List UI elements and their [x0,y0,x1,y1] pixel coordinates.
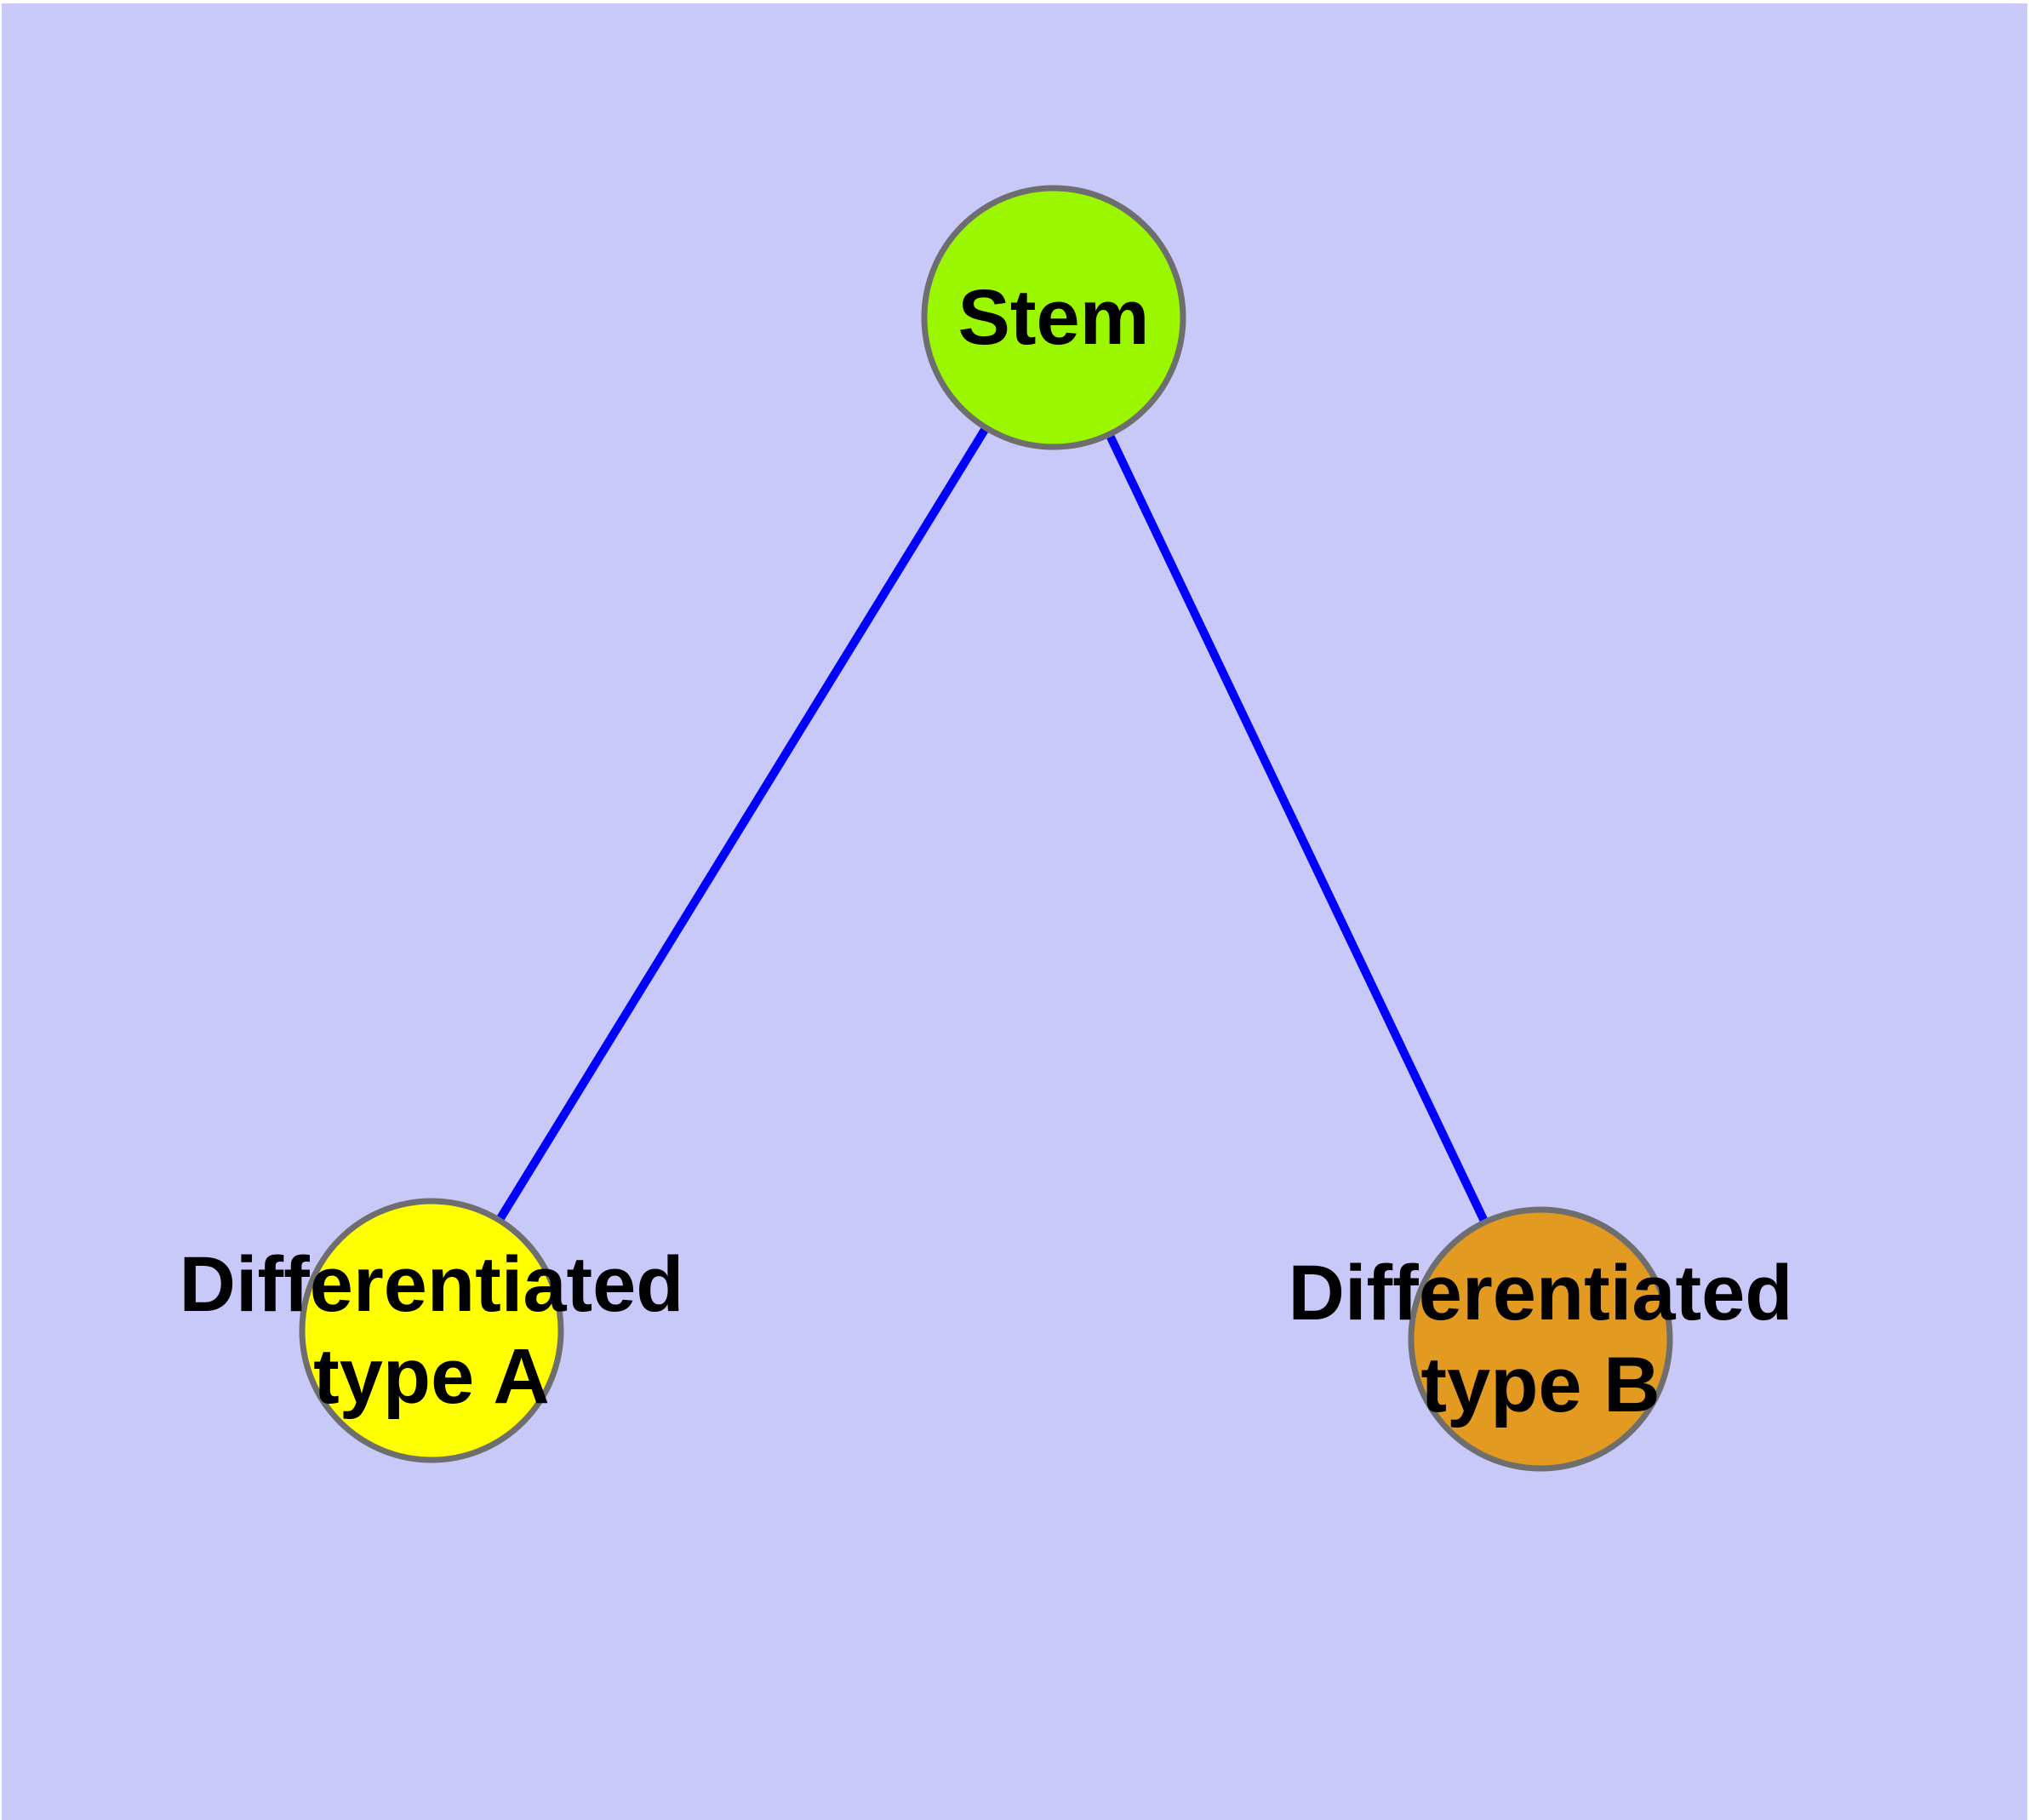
node-stem [921,185,1186,450]
edges-layer [427,315,1545,1342]
node-label-stem-line-0: Stem [958,274,1150,361]
node-label-type-b-line-1: type B [1420,1342,1660,1428]
node-label-type-a-line-1: type A [313,1333,550,1420]
node-type-a [299,1198,564,1463]
node-label-type-a-line-0: Differentiated [180,1241,684,1328]
node-label-type-b-line-0: Differentiated [1289,1250,1793,1336]
node-type-b [1408,1206,1673,1472]
edge-stem-type-a [427,315,1058,1333]
edge-stem-type-b [1049,315,1545,1342]
nodes-layer [299,185,1673,1472]
